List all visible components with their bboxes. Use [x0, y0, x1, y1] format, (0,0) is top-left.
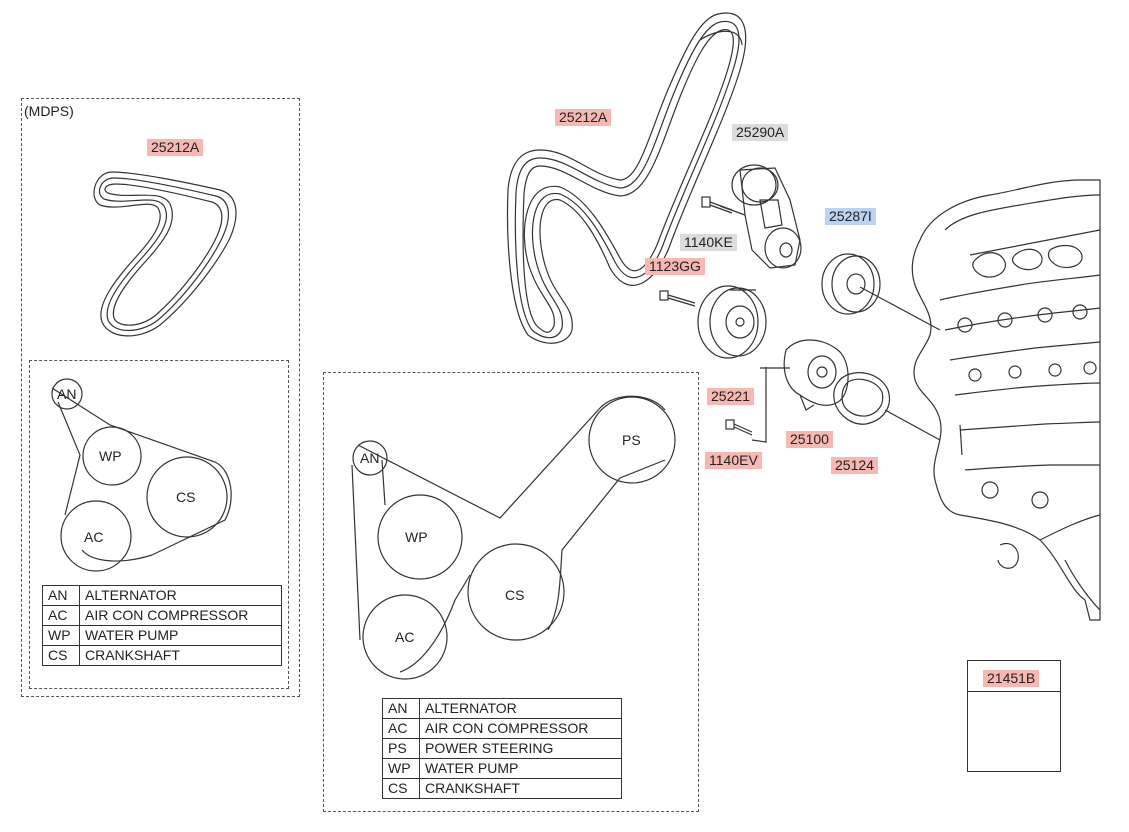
mdps-belt-drawing: [93, 171, 237, 337]
legend-abbr: CS: [382, 778, 420, 799]
ps-pulley-wp-label: WP: [405, 529, 428, 545]
small-part-divider: [968, 691, 1060, 692]
legend-abbr: CS: [42, 645, 80, 666]
mdps-title: (MDPS): [24, 103, 74, 119]
legend-name: POWER STEERING: [419, 738, 622, 759]
part-label-25124[interactable]: 25124: [831, 457, 878, 474]
gasket-drawing: [833, 372, 941, 441]
legend-name: ALTERNATOR: [419, 698, 622, 719]
part-label-25287i[interactable]: 25287I: [825, 208, 876, 225]
legend-abbr: AC: [382, 718, 420, 739]
mdps-pulley-ac: [60, 500, 132, 572]
part-label-1140ke[interactable]: 1140KE: [680, 234, 737, 251]
mdps-pulley-an-label: AN: [57, 386, 77, 402]
ps-pulley-cs: [467, 543, 565, 641]
legend-abbr: PS: [382, 738, 420, 759]
ps-routing-drawing: [351, 395, 666, 673]
legend-abbr: AN: [42, 585, 80, 606]
mdps-pulley-ac-label: AC: [84, 529, 104, 545]
part-label-25212a-mdps[interactable]: 25212A: [147, 139, 204, 156]
legend-abbr: AC: [42, 605, 80, 626]
main-belt-drawing: [506, 12, 747, 344]
bolt-1140ke-drawing: [701, 196, 733, 214]
ps-pulley-ps: [588, 396, 676, 484]
part-label-21451b[interactable]: 21451B: [983, 670, 1040, 687]
engine-block-drawing: [911, 179, 1101, 621]
part-label-25290a[interactable]: 25290A: [732, 124, 789, 141]
mdps-pulley-cs-label: CS: [176, 489, 196, 505]
part-label-25221[interactable]: 25221: [707, 388, 754, 405]
legend-name: ALTERNATOR: [79, 585, 282, 606]
part-label-25212a[interactable]: 25212A: [555, 109, 612, 126]
bolt-1123gg-drawing: [659, 290, 696, 307]
legend-abbr: WP: [42, 625, 80, 646]
ps-pulley-ac: [362, 594, 448, 680]
ps-pulley-an-label: AN: [360, 450, 380, 466]
mdps-routing-drawing: [51, 387, 232, 562]
tensioner-drawing: [719, 164, 802, 269]
ps-pulley-ac-label: AC: [395, 629, 415, 645]
mdps-pulley-an: [51, 378, 83, 410]
part-label-1140ev[interactable]: 1140EV: [705, 452, 762, 469]
ps-pulley-ps-label: PS: [622, 432, 641, 448]
water-pump-drawing: [751, 339, 849, 443]
ps-frame: [323, 372, 699, 812]
legend-name: WATER PUMP: [79, 625, 282, 646]
mdps-frame: [21, 98, 300, 697]
mdps-inner-frame: [29, 360, 289, 689]
legend-abbr: WP: [382, 758, 420, 779]
ps-pulley-cs-label: CS: [505, 587, 525, 603]
part-label-1123gg[interactable]: 1123GG: [645, 258, 705, 275]
idler-pulley-drawing: [821, 253, 941, 331]
part-label-25100[interactable]: 25100: [786, 431, 833, 448]
legend-name: WATER PUMP: [419, 758, 622, 779]
wp-pulley-drawing: [697, 285, 767, 359]
small-part-box: [967, 660, 1061, 772]
mdps-pulley-wp: [82, 426, 142, 486]
legend-name: AIR CON COMPRESSOR: [79, 605, 282, 626]
ps-pulley-wp: [377, 494, 463, 580]
legend-name: AIR CON COMPRESSOR: [419, 718, 622, 739]
mdps-pulley-cs: [146, 456, 228, 538]
legend-abbr: AN: [382, 698, 420, 719]
ps-pulley-an: [352, 440, 388, 476]
legend-name: CRANKSHAFT: [79, 645, 282, 666]
legend-name: CRANKSHAFT: [419, 778, 622, 799]
bolt-1140ev-drawing: [725, 419, 753, 436]
mdps-pulley-wp-label: WP: [99, 448, 122, 464]
